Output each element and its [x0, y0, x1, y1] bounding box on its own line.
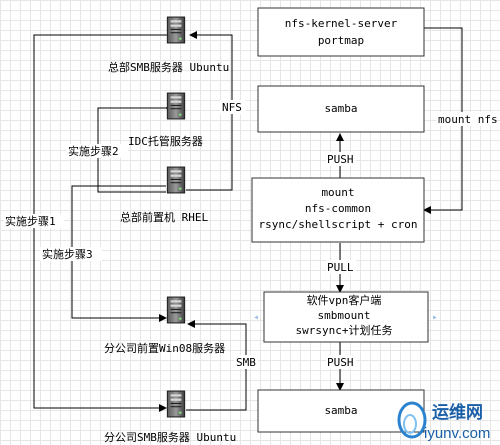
watermark-name: 运维网 [432, 402, 483, 422]
smb-label: SMB [236, 356, 256, 369]
server-hq-front-label: 总部前置机 RHEL [120, 210, 208, 224]
box-vpn: 软件vpn客户端 smbmount swrsync+计划任务 ◂ ▸ [253, 291, 438, 343]
box-mount: mount nfs-common rsync/shellscript + cro… [251, 177, 425, 243]
box-mount-line3: rsync/shellscript + cron [259, 218, 418, 231]
box-nfs-server-line1: nfs-kernel-server [285, 17, 398, 30]
step1-label: 实施步骤1 [5, 214, 56, 228]
server-hq-front: 总部前置机 RHEL [120, 166, 208, 224]
server-hq-smb-label: 总部SMB服务器 Ubuntu [108, 60, 229, 74]
watermark-logo-icon [397, 401, 427, 439]
watermark-url: iyunv.com [424, 425, 490, 442]
server-idc-label: IDC托管服务器 [128, 134, 203, 148]
server-branch-smb-label: 分公司SMB服务器 Ubuntu [104, 431, 236, 444]
box-vpn-line1: 软件vpn客户端 [307, 293, 382, 307]
connector-labels: NFS mount nfs PUSH PULL PUSH SMB 实施步骤1 实… [4, 100, 498, 369]
box-mount-line2: nfs-common [305, 202, 371, 215]
server-icon [166, 166, 186, 194]
server-branch-smb: 分公司SMB服务器 Ubuntu [104, 390, 236, 444]
mount-nfs-label: mount nfs [438, 113, 498, 126]
server-branch-front: 分公司前置Win08服务器 [104, 296, 225, 355]
box-samba-top-label: samba [324, 102, 357, 115]
server-icon [166, 296, 186, 324]
box-vpn-line2: smbmount [318, 309, 371, 322]
box-samba-bottom-label: samba [324, 404, 357, 417]
nfs-label: NFS [222, 101, 242, 114]
watermark: 运维网 iyunv.com [397, 401, 490, 442]
server-branch-front-label: 分公司前置Win08服务器 [104, 341, 225, 355]
push-bottom-label: PUSH [327, 356, 354, 369]
server-icon [166, 390, 186, 418]
box-mount-line1: mount [321, 186, 354, 199]
box-nfs-server: nfs-kernel-server portmap [257, 7, 425, 57]
box-nfs-server-line2: portmap [318, 34, 364, 47]
server-idc: IDC托管服务器 [128, 92, 203, 148]
box-samba-bottom: samba [257, 389, 425, 433]
box-vpn-line3: swrsync+计划任务 [296, 324, 393, 337]
box-samba-top: samba [257, 85, 425, 133]
vpn-left-marker-icon: ◂ [253, 312, 259, 323]
push-top-label: PUSH [327, 153, 354, 166]
server-icon [166, 16, 186, 44]
server-icon [166, 92, 186, 120]
server-hq-smb: 总部SMB服务器 Ubuntu [108, 16, 229, 74]
pull-label: PULL [327, 261, 354, 274]
step3-label: 实施步骤3 [42, 247, 93, 261]
step2-label: 实施步骤2 [68, 144, 119, 158]
vpn-right-marker-icon: ▸ [432, 312, 438, 323]
